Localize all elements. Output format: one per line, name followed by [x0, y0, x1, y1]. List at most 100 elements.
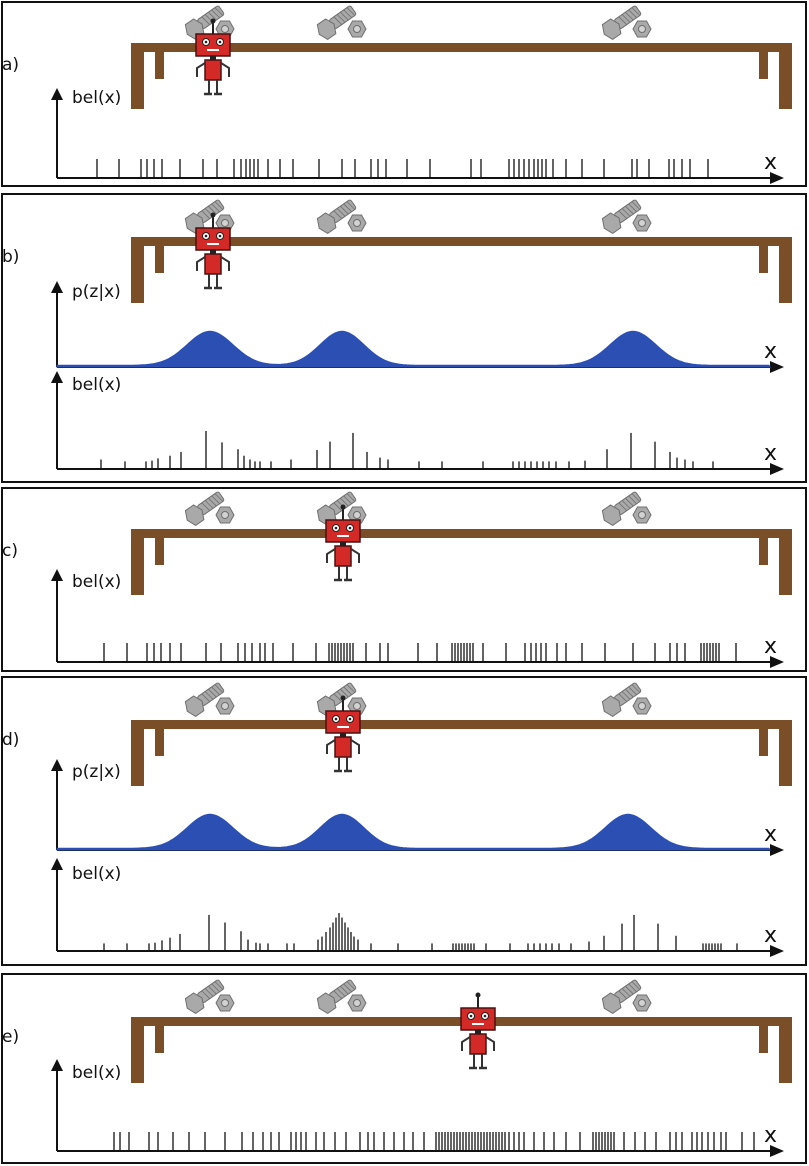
panel-label: b): [2, 247, 19, 267]
bolt-thread: [343, 983, 352, 993]
bolt-thread: [336, 988, 346, 997]
bolt-thread: [346, 493, 356, 502]
panel-frame: [1, 487, 807, 672]
bolt-thread: [618, 990, 628, 999]
bolt-thread: [625, 497, 634, 507]
panel-frame: [1, 973, 807, 1164]
bolt-thread: [208, 985, 217, 995]
panel-label: c): [2, 541, 18, 561]
bolt-thread: [621, 691, 631, 700]
panel-e: e)bel(x)x: [1, 973, 807, 1164]
rail-bracket-right: [759, 728, 768, 756]
y-axis-label: p(z|x): [72, 762, 121, 782]
belief-plot: bel(x)x: [51, 371, 784, 475]
robot-body: [334, 545, 352, 567]
bolt-thread: [343, 203, 352, 213]
bolt-thread: [621, 208, 631, 217]
bolt-thread: [333, 16, 343, 25]
rail-leg-left: [131, 1017, 144, 1083]
bolt-thread: [208, 688, 217, 698]
likelihood-plot: p(z|x)x: [51, 759, 784, 856]
bolt-thread: [336, 14, 346, 23]
robot-pupil-right: [218, 40, 222, 44]
robot-pupil-right: [483, 1014, 487, 1018]
nut-hole: [638, 219, 646, 227]
bolt-thread: [340, 688, 349, 698]
robot-arm-right: [350, 739, 360, 754]
robot-arm-left: [326, 548, 336, 563]
bolt-thread: [340, 497, 349, 507]
robot-arm-right: [220, 62, 230, 77]
likelihood-curve: [56, 330, 771, 368]
nut-icon: [215, 506, 235, 524]
bolt-icon: [601, 979, 642, 1014]
nut-hole: [353, 25, 361, 33]
bolt-head: [316, 212, 337, 234]
robot-body: [469, 1033, 487, 1055]
robot-neck: [340, 733, 346, 737]
bolt-thread: [214, 7, 224, 16]
rail-top: [131, 720, 792, 729]
bolt-thread: [625, 205, 634, 215]
bolt-thread: [208, 497, 217, 507]
bolt-thread: [628, 495, 637, 505]
robot-arm-left: [196, 256, 206, 271]
bolt-thread: [208, 11, 217, 21]
robot: [325, 695, 361, 773]
nut-icon: [632, 20, 652, 38]
robot-pupil-left: [334, 717, 338, 721]
y-axis-arrow: [51, 1059, 63, 1071]
x-axis-arrow: [770, 463, 784, 475]
robot-antenna-tip: [475, 992, 481, 998]
nut-icon: [632, 994, 652, 1012]
bolt-thread: [214, 201, 224, 210]
bolt-icon: [601, 682, 642, 717]
likelihood-curve: [56, 813, 771, 851]
robot: [460, 992, 496, 1070]
robot-body: [204, 253, 222, 275]
bolt-thread: [631, 7, 641, 16]
bolt-thread: [201, 210, 211, 219]
rail-top: [131, 43, 792, 52]
nut-hole: [638, 511, 646, 519]
bolt-thread: [340, 205, 349, 215]
bolt-icon: [316, 199, 357, 234]
bolt-thread: [214, 493, 224, 502]
x-axis-arrow: [770, 361, 784, 373]
bolt-thread: [346, 201, 356, 210]
bolt-thread: [333, 693, 343, 702]
bolt-thread: [618, 502, 628, 511]
rail-bracket-left: [155, 728, 164, 756]
nut-hole: [353, 511, 361, 519]
y-axis-arrow: [51, 281, 63, 293]
panel-c: c)bel(x)x: [1, 487, 807, 672]
nut-hole: [221, 511, 229, 519]
robot-arm-right: [485, 1036, 495, 1051]
bolt-icon: [316, 979, 357, 1014]
bolt-thread: [214, 981, 224, 990]
nut-hole: [221, 702, 229, 710]
bolt-thread: [211, 9, 220, 19]
robot-neck: [210, 56, 216, 60]
panel-frame: [1, 1, 807, 187]
robot-head: [325, 519, 361, 543]
bolt-thread: [211, 495, 220, 505]
robot-pupil-right: [348, 717, 352, 721]
bolt-head: [601, 992, 622, 1014]
bolt-thread: [333, 502, 343, 511]
bolt-thread: [631, 493, 641, 502]
y-axis-arrow: [51, 759, 63, 771]
y-axis-label: bel(x): [72, 1063, 121, 1083]
robot-arm-left: [196, 62, 206, 77]
nut-icon: [632, 506, 652, 524]
nut-icon: [347, 697, 367, 715]
bolt-thread: [343, 9, 352, 19]
y-axis-label: bel(x): [72, 375, 121, 395]
bolt-thread: [340, 985, 349, 995]
bolt-thread: [333, 990, 343, 999]
y-axis-label: bel(x): [72, 88, 121, 108]
robot-pupil-right: [348, 526, 352, 530]
robot-antenna-tip: [210, 212, 216, 218]
x-axis-arrow: [770, 1145, 784, 1157]
